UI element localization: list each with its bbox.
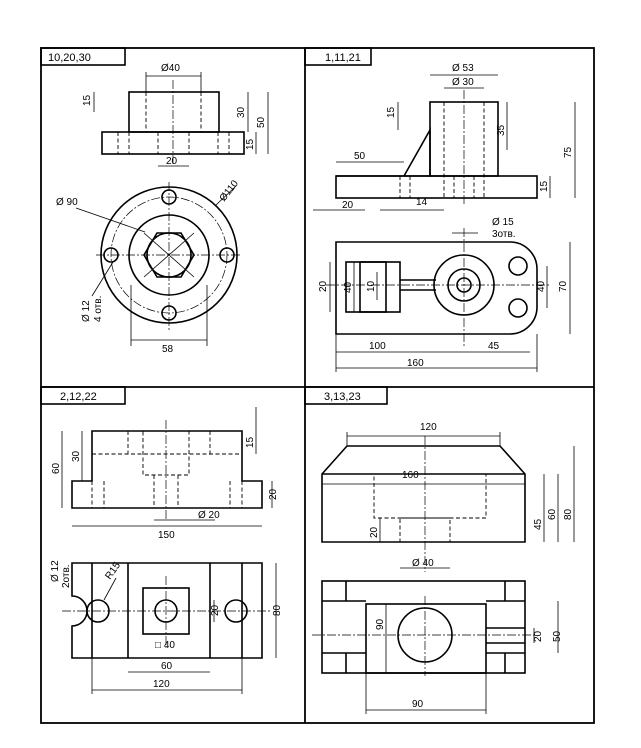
panel-3: 2,12,22 15 30 60 20 Ø 20	[40, 386, 283, 694]
dimension-label: Ø 15	[492, 217, 514, 228]
panel-3-label: 2,12,22	[60, 391, 97, 403]
dimension-label: Ø 53	[452, 63, 474, 74]
dimension-label: 50	[256, 116, 267, 128]
panel-1-top-view: Ø 90 Ø110 Ø 12 4 отв. 58	[56, 178, 242, 355]
dimension-label: 30	[71, 450, 82, 462]
sheet-frame	[40, 47, 595, 724]
dimension-label: 50	[552, 630, 563, 642]
dimension-label: 45	[533, 518, 544, 530]
panel-4-top-view: 90 20 50 90	[312, 580, 563, 714]
dimension-label: 75	[563, 146, 574, 158]
dimension-label: 60	[547, 508, 558, 520]
dimension-label: □ 40	[155, 640, 175, 651]
dimension-label: 30	[236, 106, 247, 118]
dimension-label: 45	[488, 341, 500, 352]
panel-1-front-view: Ø40 15 30 50 15 20	[82, 63, 269, 167]
dimension-label: 120	[420, 422, 437, 433]
dimension-label: 20	[268, 488, 279, 500]
dimension-label: 15	[539, 180, 550, 192]
dimension-label: Ø 12	[81, 300, 92, 322]
dimension-label: 150	[158, 530, 175, 541]
dimension-label: 120	[153, 679, 170, 690]
dimension-label: 15	[245, 436, 256, 448]
panel-2-front-view: Ø 53 Ø 30 15 35 75 50 15 20 14	[313, 63, 576, 211]
dimension-label: 40	[343, 281, 354, 293]
dimension-label: 3отв.	[492, 229, 516, 240]
panel-4: 3,13,23 120 160 45 60 80 20 Ø 40	[304, 386, 575, 714]
dimension-label: 80	[272, 604, 283, 616]
dimension-label: 60	[51, 462, 62, 474]
dimension-label: 20	[318, 280, 329, 292]
panel-2-top-view: Ø 15 3отв. 20 40 10 40 70 100 45 160	[318, 217, 571, 372]
dimension-label: 20	[533, 630, 544, 642]
dimension-label: 58	[162, 344, 174, 355]
dimension-label: 14	[416, 197, 428, 208]
dimension-label: 4 отв.	[93, 296, 104, 322]
dimension-label: 40	[536, 280, 547, 292]
dimension-label: 60	[161, 661, 173, 672]
panel-3-front-view: 15 30 60 20 Ø 20 150	[51, 407, 279, 541]
dimension-label: Ø 12	[50, 560, 61, 582]
dimension-label: 15	[245, 138, 256, 150]
dimension-label: 20	[166, 156, 178, 167]
panel-4-front-view: 120 160 45 60 80 20 Ø 40	[321, 422, 575, 572]
dimension-label: 90	[412, 699, 424, 710]
dimension-label: 160	[407, 358, 424, 369]
dimension-label: Ø 40	[412, 558, 434, 569]
dimension-label: 80	[563, 508, 574, 520]
panel-1-label: 10,20,30	[48, 52, 91, 64]
dimension-label: 2отв.	[61, 564, 72, 588]
dimension-label: Ø 90	[56, 197, 78, 208]
panel-4-label: 3,13,23	[324, 391, 361, 403]
dimension-label: 15	[82, 94, 93, 106]
panel-3-top-view: Ø 12 2отв. R15 20 80 □ 40 60 120	[50, 560, 283, 694]
dimension-label: Ø110	[218, 178, 242, 204]
dimension-label: Ø40	[161, 63, 180, 74]
dimension-label: 90	[375, 618, 386, 630]
panel-1: 10,20,30 Ø40 15 30 50 15	[40, 47, 269, 355]
dimension-label: 35	[496, 124, 507, 136]
panel-2-label: 1,11,21	[325, 52, 361, 64]
dimension-label: Ø 20	[198, 510, 220, 521]
dimension-label: 20	[210, 604, 221, 616]
dimension-label: 50	[354, 151, 366, 162]
dimension-label: 70	[558, 280, 569, 292]
panel-2: 1,11,21 Ø 53 Ø 30 15 35 75 50	[304, 47, 576, 372]
dimension-label: 10	[366, 280, 377, 292]
dimension-label: 160	[402, 470, 419, 481]
dimension-label: Ø 30	[452, 77, 474, 88]
dimension-label: 20	[369, 526, 380, 538]
dimension-label: 20	[342, 200, 354, 211]
dimension-label: 15	[386, 106, 397, 118]
dimension-label: 100	[369, 341, 386, 352]
